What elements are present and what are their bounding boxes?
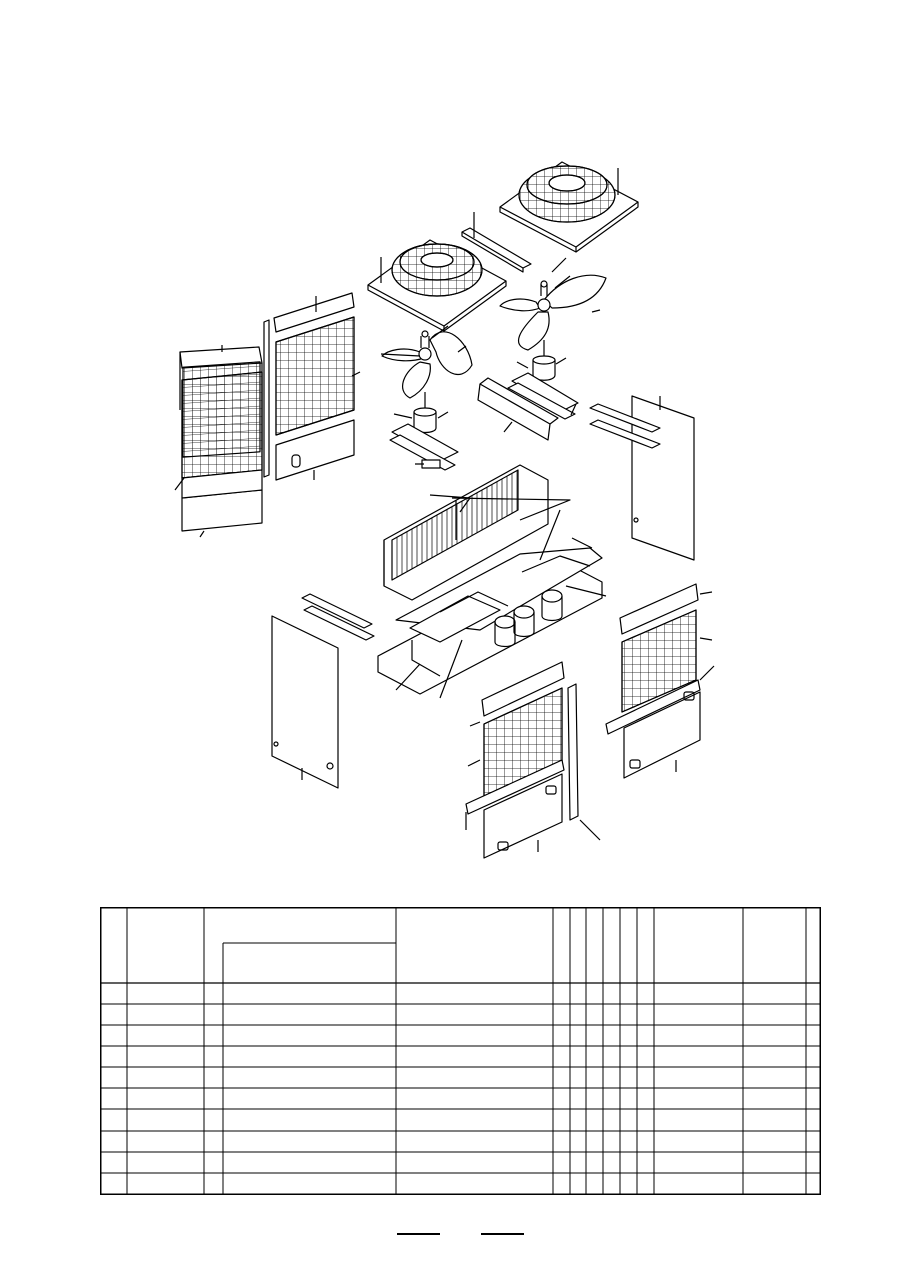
fan-left: [381, 330, 473, 399]
front-panel-right: [273, 292, 355, 481]
page-footer: [0, 1220, 918, 1250]
support-post-left: [263, 319, 270, 478]
support-post-front: [567, 683, 579, 821]
side-panel-right: [589, 395, 695, 561]
fan-right: [499, 274, 607, 351]
top-cover-panel: [477, 377, 559, 441]
service-panel-front: [465, 661, 565, 859]
parts-table: [100, 907, 821, 1195]
compressor-unit: [377, 547, 603, 695]
fan-guard-right: [499, 161, 639, 253]
service-panel-right: [605, 583, 701, 779]
footer-rule-left: [397, 1233, 440, 1235]
top-bracket: [461, 227, 532, 273]
fan-guard-left: [367, 239, 507, 332]
side-panel-left: [271, 593, 375, 789]
exploded-diagram: [174, 161, 715, 859]
fan-motor-left: [389, 392, 459, 471]
front-panel-left: [179, 346, 263, 532]
footer-rule-right: [481, 1233, 524, 1235]
fan-motor-right: [507, 340, 579, 420]
